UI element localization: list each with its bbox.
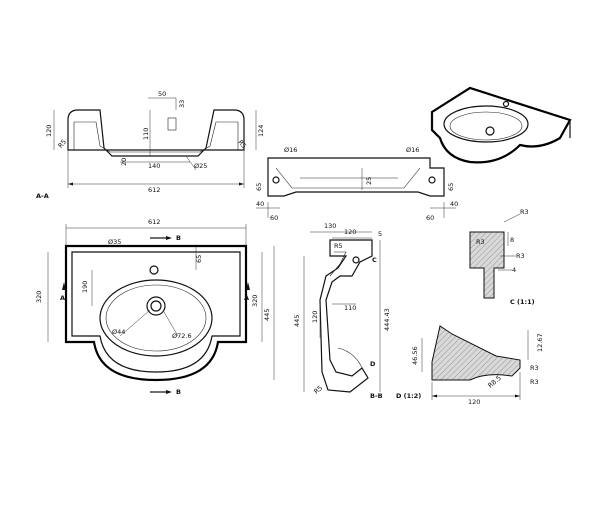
section-marker-d: D (370, 360, 376, 368)
detail-d-dim-46: 46.56 (411, 346, 419, 365)
side-dim-60-right: 60 (426, 214, 434, 222)
side-view: Ø16 Ø16 65 65 25 40 40 60 60 (255, 146, 458, 222)
detail-d: 46.56 12.67 R3 R3 R8.5 120 D (1:2) (396, 325, 544, 406)
label-section-bb: B-B (370, 392, 383, 400)
section-bb: 130 120 5 R5 110 445 120 444.43 R5 C D B… (293, 222, 391, 400)
label-section-aa: A-A (36, 192, 49, 200)
plan-dim-320-left: 320 (35, 291, 43, 303)
side-dim-60-left: 60 (270, 214, 278, 222)
label-detail-c: C (1:1) (510, 298, 535, 306)
front-dim-20: 20 (120, 158, 128, 166)
plan-dim-190: 190 (81, 281, 89, 293)
plan-marker-b-bottom: B (176, 388, 181, 396)
side-dim-40-left: 40 (256, 200, 264, 208)
plan-dim-445: 445 (263, 309, 271, 321)
detail-d-dim-12: 12.67 (536, 333, 544, 352)
section-b-dim-r5: R5 (334, 242, 343, 250)
side-dim-25: 25 (365, 177, 373, 185)
detail-c: R3 R3 8 R3 4 C (1:1) (469, 208, 535, 306)
section-b-dim-110: 110 (344, 304, 356, 312)
side-dim-dia16-left: Ø16 (284, 146, 297, 154)
front-dim-dia25: Ø25 (194, 162, 207, 170)
detail-d-dim-r3a: R3 (530, 364, 539, 372)
front-dim-50: 50 (158, 90, 166, 98)
section-b-dim-130: 130 (324, 222, 336, 230)
section-b-dim-120-top: 120 (344, 228, 356, 236)
detail-c-dim-r3-top: R3 (520, 208, 529, 216)
front-dim-r5-left: R5 (56, 138, 68, 150)
plan-dim-dia72: Ø72.6 (172, 332, 192, 340)
front-dim-124: 124 (257, 125, 265, 137)
section-b-dim-120-side: 120 (311, 311, 319, 323)
front-dim-140: 140 (148, 162, 160, 170)
plan-dim-dia44: Ø44 (112, 328, 125, 336)
detail-d-dim-r3b: R3 (530, 378, 539, 386)
front-view: 50 33 110 120 124 R5 R5 20 140 Ø25 612 A… (36, 90, 265, 200)
front-dim-33: 33 (178, 100, 186, 108)
front-dim-r5-right: R5 (236, 138, 248, 150)
side-dim-65-right: 65 (447, 183, 455, 191)
section-b-dim-445: 445 (293, 315, 301, 327)
section-b-dim-444: 444.43 (383, 308, 391, 331)
detail-c-dim-r3-mid: R3 (516, 252, 525, 260)
plan-marker-a-right: A (244, 294, 249, 302)
plan-dim-320-right: 320 (251, 295, 259, 307)
detail-c-dim-r3-left: R3 (476, 238, 485, 246)
label-detail-d: D (1:2) (396, 392, 421, 400)
plan-dim-dia35: Ø35 (108, 238, 121, 246)
section-b-dim-5: 5 (378, 230, 382, 238)
front-dim-110: 110 (142, 128, 150, 140)
front-dim-612: 612 (148, 186, 160, 194)
section-b-dim-r5-bottom: R5 (312, 384, 324, 396)
plan-view: 612 Ø35 65 190 320 320 445 Ø44 Ø72.6 B B… (35, 218, 275, 396)
section-marker-c: C (372, 256, 377, 264)
side-dim-65-left: 65 (255, 183, 263, 191)
plan-dim-65: 65 (195, 255, 203, 263)
plan-marker-b-top: B (176, 234, 181, 242)
side-dim-dia16-right: Ø16 (406, 146, 419, 154)
detail-d-dim-r85: R8.5 (486, 374, 503, 390)
detail-c-dim-4: 4 (512, 266, 516, 274)
plan-dim-612: 612 (148, 218, 160, 226)
front-dim-120: 120 (45, 125, 53, 137)
detail-c-dim-8: 8 (510, 236, 514, 244)
isometric-view (430, 86, 572, 164)
detail-d-dim-120: 120 (468, 398, 480, 406)
side-dim-40-right: 40 (450, 200, 458, 208)
plan-marker-a-left: A (60, 294, 65, 302)
